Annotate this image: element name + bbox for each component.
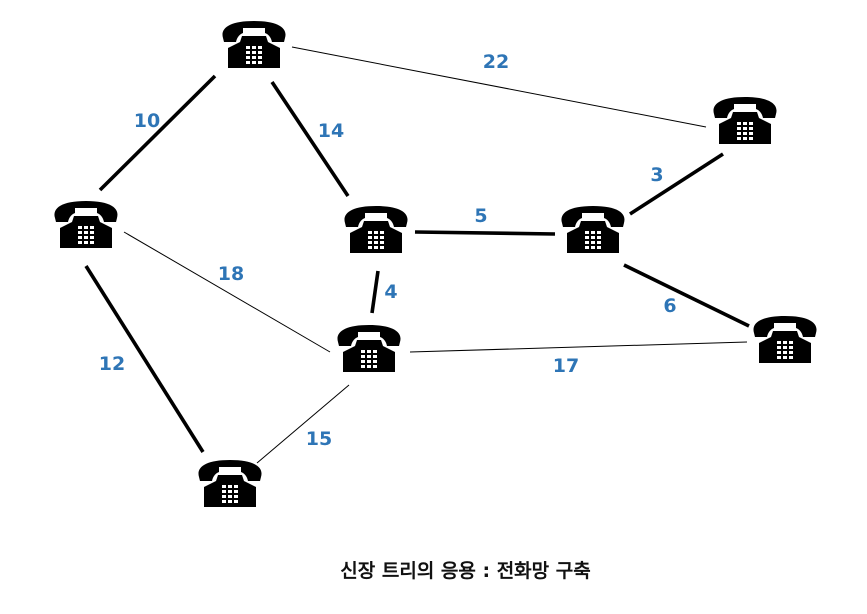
edge-weight-label: 6 xyxy=(663,295,676,317)
telephone-icon xyxy=(337,325,401,372)
edge-weight-label: 14 xyxy=(318,120,344,142)
edge-weight-label: 5 xyxy=(474,205,487,227)
edge-weight-label: 12 xyxy=(99,353,125,375)
edge-n1-n2-tree xyxy=(98,74,217,192)
edge-n1-n3-tree xyxy=(270,81,350,197)
caption-text: 신장 트리의 응용 : 전화망 구축 xyxy=(340,560,591,582)
edge-weight-label: 4 xyxy=(384,281,397,303)
edge-weight-label: 15 xyxy=(306,428,332,450)
telephone-icon xyxy=(713,97,777,144)
edge-n5-n8 xyxy=(256,384,350,464)
edge-n3-n5-tree xyxy=(370,270,380,314)
edges-layer xyxy=(84,46,750,464)
telephone-icon xyxy=(753,316,817,363)
edge-n4-n7-tree xyxy=(623,263,750,328)
caption: 신장 트리의 응용 : 전화망 구축 xyxy=(0,556,867,583)
telephone-icon xyxy=(54,201,118,248)
nodes-layer xyxy=(54,21,817,507)
edge-weight-label: 10 xyxy=(134,110,160,132)
telephone-icon xyxy=(344,206,408,253)
edge-n2-n8-tree xyxy=(84,265,205,453)
telephone-icon xyxy=(222,21,286,68)
edge-weight-label: 18 xyxy=(218,263,244,285)
weight-labels-layer: 10 14 22 18 12 5 4 3 6 17 15 xyxy=(99,51,677,450)
telephone-icon xyxy=(198,460,262,507)
edge-weight-label: 17 xyxy=(553,355,579,377)
edge-weight-label: 22 xyxy=(483,51,509,73)
edge-weight-label: 3 xyxy=(650,164,663,186)
edge-n4-n6-tree xyxy=(629,152,724,216)
edge-n1-n6 xyxy=(291,46,707,128)
edge-n3-n4-tree xyxy=(414,230,556,236)
telephone-icon xyxy=(561,206,625,253)
edge-n2-n5 xyxy=(123,231,331,353)
edge-n5-n7 xyxy=(409,341,748,353)
